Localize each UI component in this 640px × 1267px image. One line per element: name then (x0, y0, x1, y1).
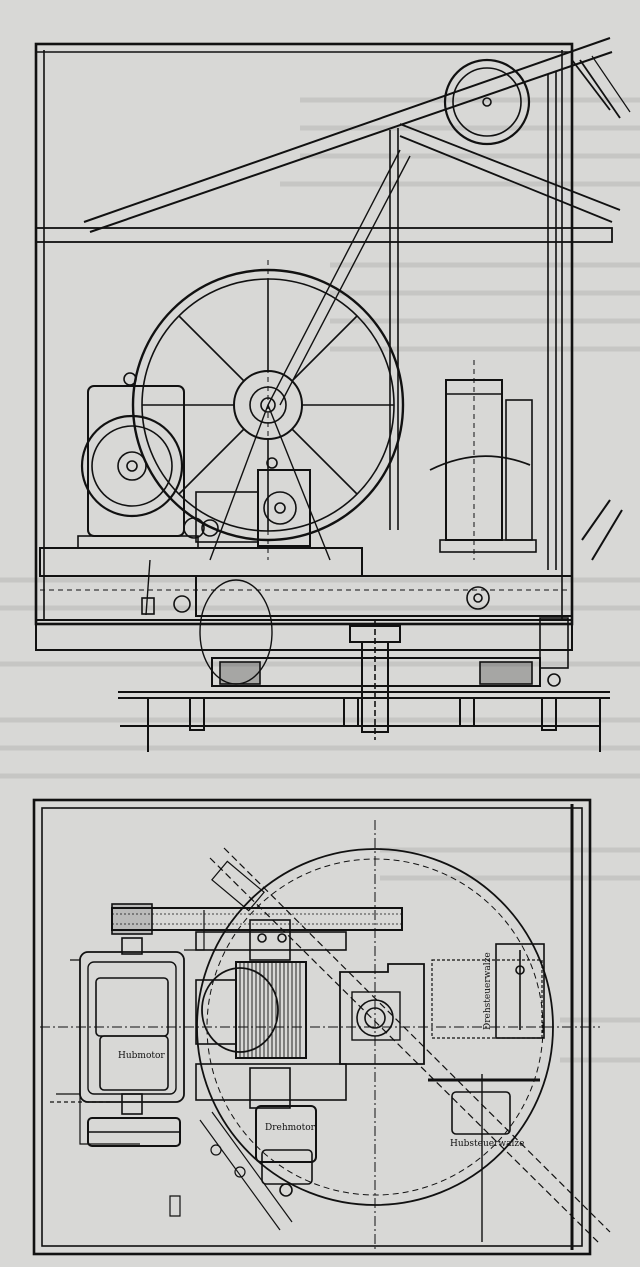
housing-frame (34, 42, 574, 626)
brake-drum (87, 1117, 181, 1147)
label-hubsteuerwalze: Hubsteuerwalze (450, 1139, 524, 1149)
pulley-wheel (443, 58, 531, 146)
hoist-motor-elevation (77, 372, 199, 549)
base-platform (35, 547, 573, 651)
plan-view: Hubmotor Drehmotor (32, 798, 611, 1256)
slewing-controller-plan (431, 943, 545, 1039)
hoist-controller-plan (428, 1074, 540, 1242)
background-text-texture (0, 97, 640, 1063)
jib-projection (199, 847, 611, 1245)
cross-beam (35, 227, 613, 243)
plan-center-lines (40, 820, 600, 1250)
foundation-beams (118, 691, 610, 752)
side-elevation-view (34, 37, 631, 752)
rope-drum-plan (195, 919, 347, 1109)
jib-arm (83, 37, 621, 233)
label-drehmotor: Drehmotor (265, 1123, 316, 1133)
rack-gear (111, 903, 403, 935)
side-bracket (539, 499, 623, 687)
gearbox (183, 457, 311, 547)
center-bearing-plan (339, 963, 425, 1065)
controller-drum-elevation (429, 379, 537, 553)
construction-lines (40, 260, 570, 591)
hoist-motor-plan (79, 937, 185, 1115)
label-hubmotor: Hubmotor (118, 1051, 165, 1061)
slewing-motor-plan (255, 1105, 317, 1197)
label-drehsteuerwalze: Drehsteuerwalze (483, 952, 493, 1030)
plan-piping (50, 910, 205, 1217)
slewing-ring (199, 579, 541, 687)
